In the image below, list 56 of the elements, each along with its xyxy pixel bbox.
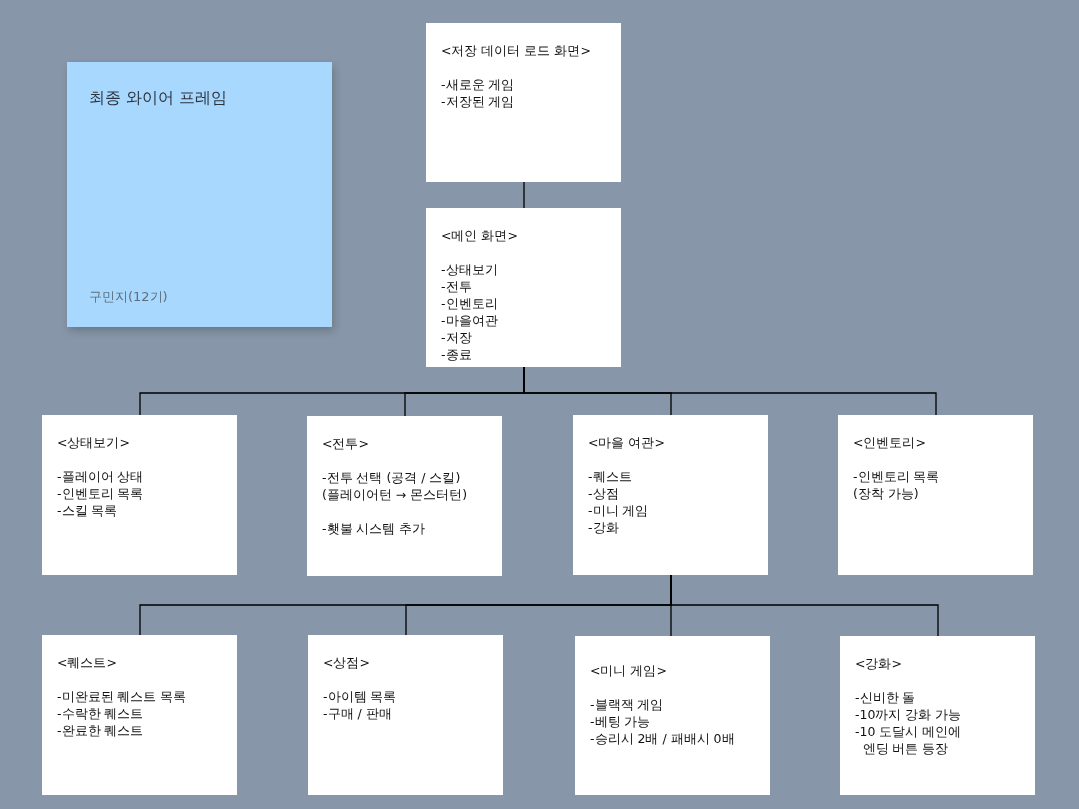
- list-item: -퀘스트: [588, 468, 632, 485]
- list-item: -종료: [441, 346, 472, 363]
- screen-title: <퀘스트>: [57, 654, 117, 671]
- screen-title: <전투>: [322, 435, 369, 452]
- list-item: -아이템 목록: [323, 688, 397, 705]
- list-item: -블랙잭 게임: [590, 696, 664, 713]
- screen-box: [42, 635, 237, 795]
- screen-title: <마을 여관>: [588, 434, 665, 451]
- list-item: -전투: [441, 278, 472, 295]
- list-item: -미니 게임: [588, 502, 649, 519]
- list-item: -10 도달시 메인에 엔딩 버튼 등장: [855, 723, 963, 757]
- list-item: -10까지 강화 가능: [855, 706, 962, 723]
- screen-box: [307, 416, 502, 576]
- list-item: -마을여관: [441, 312, 498, 329]
- list-item: -수락한 퀘스트: [57, 705, 144, 722]
- screen-box: [426, 23, 621, 182]
- screen-box: [308, 635, 503, 795]
- list-item: -상점: [588, 485, 619, 502]
- list-item: -스킬 목록: [57, 502, 118, 519]
- connector-line: [670, 574, 939, 637]
- list-item: (플레이어턴 → 몬스터턴): [322, 486, 468, 503]
- list-item: -인벤토리 목록: [57, 485, 144, 502]
- list-item: -저장: [441, 329, 472, 346]
- note-title: 최종 와이어 프레임: [89, 87, 228, 109]
- screen-title: <인벤토리>: [853, 434, 926, 451]
- screen-box: [426, 208, 621, 367]
- list-item: -인벤토리: [441, 295, 498, 312]
- list-item: -상태보기: [441, 261, 498, 278]
- connector-line: [523, 181, 525, 209]
- list-item: -구매 / 판매: [323, 705, 392, 722]
- list-item: -저장된 게임: [441, 93, 515, 110]
- author-label: 구민지(12기): [89, 288, 168, 305]
- list-item: -플레이어 상태: [57, 468, 144, 485]
- list-item: -횃불 시스템 추가: [322, 520, 426, 537]
- screen-box: [42, 415, 237, 575]
- screen-box: [840, 636, 1035, 795]
- screen-title: <상태보기>: [57, 434, 130, 451]
- screen-title: <메인 화면>: [441, 227, 518, 244]
- screen-title: <상점>: [323, 654, 370, 671]
- list-item: -전투 선택 (공격 / 스킬): [322, 469, 461, 486]
- list-item: -미완료된 퀘스트 목록: [57, 688, 187, 705]
- list-item: -완료한 퀘스트: [57, 722, 144, 739]
- screen-title: <강화>: [855, 655, 902, 672]
- list-item: -강화: [588, 519, 619, 536]
- screen-title: <저장 데이터 로드 화면>: [441, 42, 591, 59]
- screen-box: [575, 636, 770, 795]
- screen-box: [573, 415, 768, 575]
- sticky-note: [67, 62, 332, 327]
- list-item: -신비한 돌: [855, 689, 916, 706]
- screen-title: <미니 게임>: [590, 662, 667, 679]
- list-item: -새로운 게임: [441, 76, 515, 93]
- list-item: -베팅 가능: [590, 713, 651, 730]
- screen-box: [838, 415, 1033, 575]
- list-item: -승리시 2배 / 패배시 0배: [590, 730, 735, 747]
- list-item: -인벤토리 목록: [853, 468, 940, 485]
- list-item: (장착 가능): [853, 485, 919, 502]
